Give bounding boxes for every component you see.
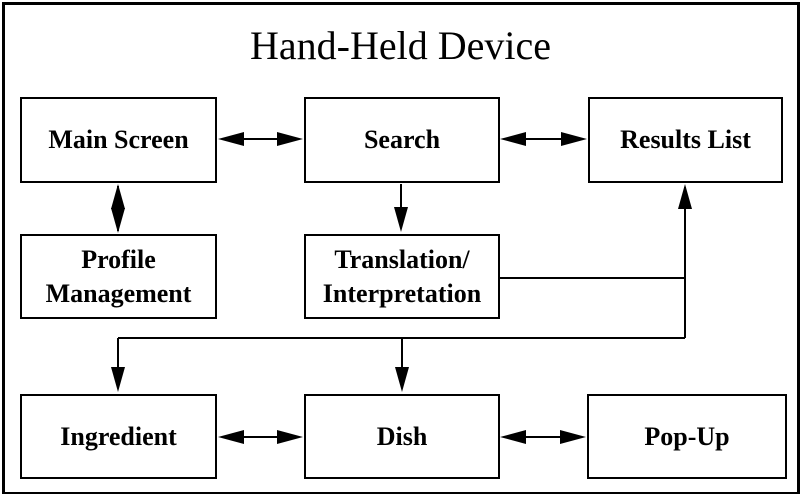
node-search: Search bbox=[304, 97, 500, 183]
edge-search-translation bbox=[394, 184, 408, 232]
node-translation-interpretation: Translation/Interpretation bbox=[304, 234, 500, 319]
node-dish: Dish bbox=[304, 394, 500, 479]
edge-dish-pop-up bbox=[500, 430, 586, 444]
edge-translation-ingredient-dish bbox=[111, 337, 685, 392]
edge-search-results-list bbox=[500, 132, 587, 146]
node-main-screen-label: Main Screen bbox=[48, 125, 189, 155]
node-pop-up-label: Pop-Up bbox=[644, 421, 730, 451]
diagram-title: Hand-Held Device bbox=[250, 23, 551, 68]
node-pop-up: Pop-Up bbox=[587, 394, 787, 479]
node-ingredient: Ingredient bbox=[20, 394, 217, 479]
edge-translation-results-list bbox=[500, 184, 692, 338]
node-search-label: Search bbox=[363, 125, 441, 155]
node-main-screen: Main Screen bbox=[20, 97, 217, 183]
node-results-list-label: Results List bbox=[620, 125, 751, 155]
edge-main-screen-profile-management bbox=[111, 184, 125, 233]
node-dish-label: Dish bbox=[376, 421, 428, 451]
node-translation-interpretation-label: Translation/Interpretation bbox=[322, 245, 482, 308]
node-results-list: Results List bbox=[588, 97, 783, 183]
edge-main-screen-search bbox=[218, 132, 303, 146]
node-ingredient-label: Ingredient bbox=[60, 421, 177, 451]
edge-ingredient-dish bbox=[218, 430, 303, 444]
